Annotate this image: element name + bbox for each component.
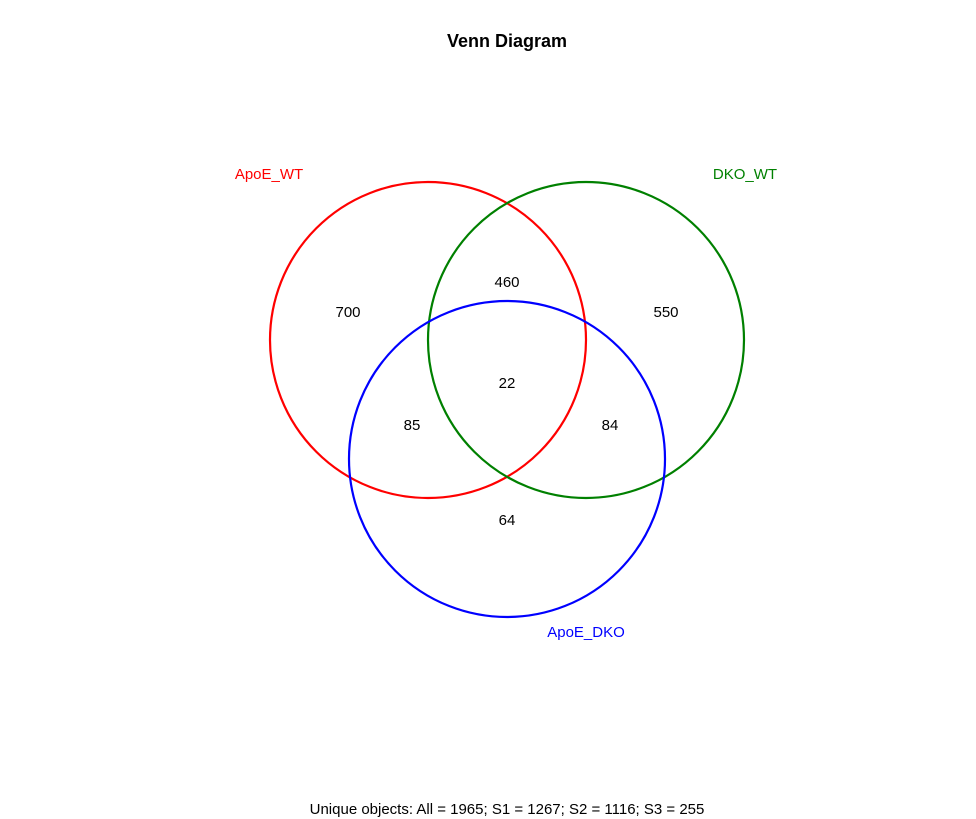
set-circle-apoe-wt bbox=[268, 180, 588, 500]
set-circle-dko-wt bbox=[426, 180, 746, 500]
region-count-apoe-wt-and-dko-wt: 460 bbox=[494, 274, 519, 291]
region-count-dko-wt-and-apoe-dko: 84 bbox=[602, 417, 619, 434]
set-label-dko-wt: DKO_WT bbox=[713, 166, 777, 183]
region-count-only-apoe-wt: 700 bbox=[335, 304, 360, 321]
region-count-apoe-wt-and-apoe-dko: 85 bbox=[404, 417, 421, 434]
set-label-apoe-wt: ApoE_WT bbox=[235, 166, 303, 183]
set-label-apoe-dko: ApoE_DKO bbox=[547, 624, 625, 641]
region-count-all-three: 22 bbox=[499, 375, 516, 392]
diagram-title: Venn Diagram bbox=[447, 31, 567, 51]
region-count-only-dko-wt: 550 bbox=[653, 304, 678, 321]
region-count-only-apoe-dko: 64 bbox=[499, 512, 516, 529]
set-circle-apoe-dko bbox=[347, 299, 667, 619]
unique-objects-summary: Unique objects: All = 1965; S1 = 1267; S… bbox=[310, 801, 705, 818]
